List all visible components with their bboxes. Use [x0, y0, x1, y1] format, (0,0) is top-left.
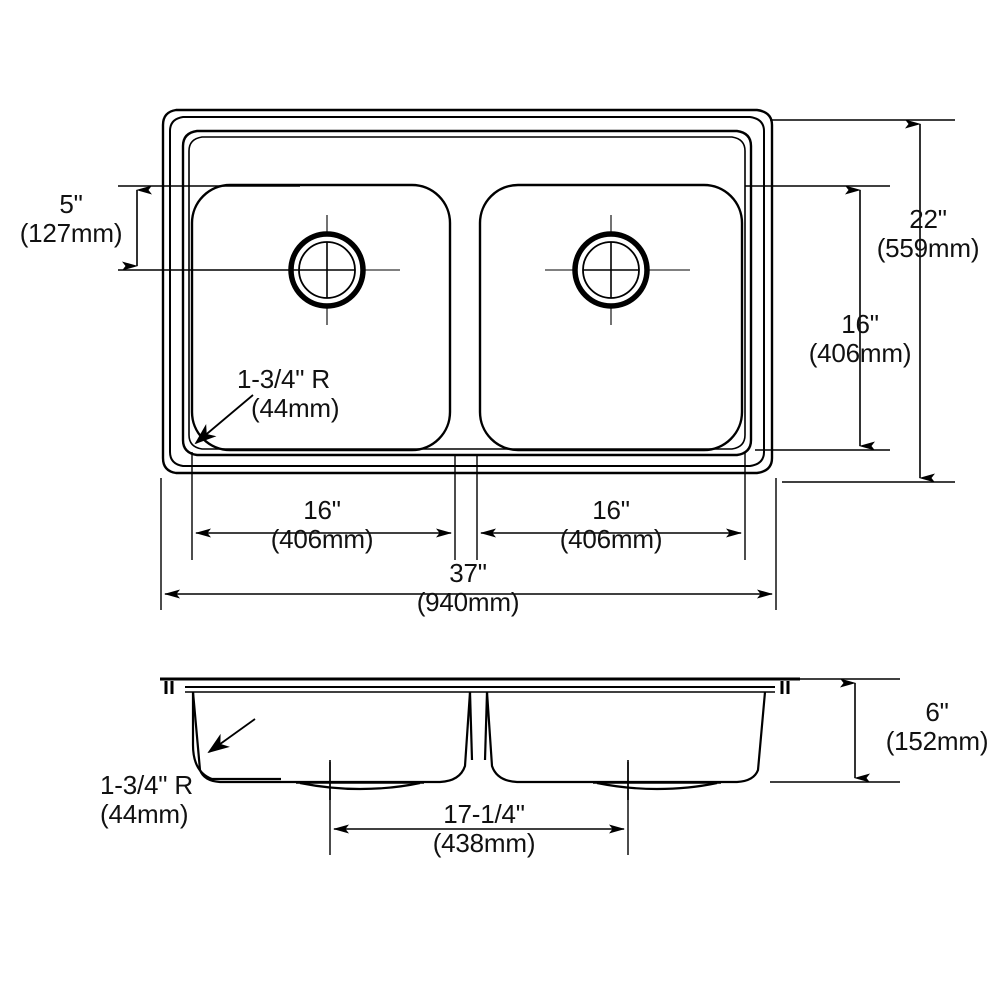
dim-label-bowl-depth: 6" (152mm)	[872, 697, 1000, 757]
dim-value-imperial: 16"	[303, 495, 341, 525]
dim-value-metric: (406mm)	[270, 524, 374, 555]
dim-left-bowl-extensions	[191, 452, 456, 560]
dim-label-corner-radius-top: 1-3/4" R (44mm)	[237, 364, 387, 424]
dim-value-metric: (438mm)	[432, 828, 536, 859]
dim-label-corner-radius-section: 1-3/4" R (44mm)	[100, 770, 250, 830]
dim-value-imperial: 37"	[449, 558, 487, 588]
section-divider	[468, 691, 489, 761]
drain-right	[545, 215, 690, 325]
dim-5in-extensions	[118, 185, 300, 271]
dim-value-imperial: 17-1/4"	[443, 799, 525, 829]
dim-label-bowl-front-to-back: 16" (406mm)	[795, 309, 925, 369]
dim-value-imperial: 22"	[909, 204, 947, 234]
section-bowl-right	[485, 691, 767, 791]
dim-overall-width-extensions	[160, 478, 777, 610]
dim-value-imperial: 5"	[59, 189, 83, 219]
dim-value-metric: (940mm)	[416, 587, 520, 618]
dim-22in-extensions	[770, 119, 955, 483]
dim-value-imperial: 16"	[592, 495, 630, 525]
dim-right-bowl-extensions	[476, 452, 746, 560]
bowl-left	[190, 183, 452, 452]
section-view-sink-body	[160, 677, 800, 800]
section-rim-plate	[160, 677, 800, 693]
dim-drain-spacing-extensions	[329, 762, 629, 855]
dim-value-metric: (152mm)	[885, 726, 989, 757]
dim-label-drain-spacing: 17-1/4" (438mm)	[414, 799, 554, 859]
radius-leader-top-view	[194, 394, 254, 445]
dim-value-imperial: 16"	[841, 309, 879, 339]
dim-label-left-bowl-width: 16" (406mm)	[257, 495, 387, 555]
dim-label-right-bowl-width: 16" (406mm)	[546, 495, 676, 555]
dim-value-metric: (44mm)	[251, 393, 340, 424]
dim-value-metric: (559mm)	[876, 233, 980, 264]
dim-value-imperial: 1-3/4" R	[237, 364, 330, 394]
dim-value-metric: (406mm)	[808, 338, 912, 369]
dim-value-metric: (44mm)	[100, 799, 189, 830]
dim-value-imperial: 6"	[925, 697, 949, 727]
dim-value-metric: (127mm)	[19, 218, 123, 249]
dim-label-drain-offset: 5" (127mm)	[6, 189, 136, 249]
bowl-right	[478, 183, 744, 452]
drain-left	[255, 215, 400, 325]
top-view-dimensions	[118, 119, 955, 610]
dim-label-overall-width: 37" (940mm)	[403, 558, 533, 618]
dim-value-imperial: 1-3/4" R	[100, 770, 193, 800]
sink-deck-edge	[181, 129, 753, 457]
radius-leader-section-view	[207, 718, 256, 754]
dim-label-overall-depth: 22" (559mm)	[858, 204, 998, 264]
mounting-clip-left	[164, 681, 174, 694]
top-view-sink-body	[161, 108, 774, 475]
dim-value-metric: (406mm)	[559, 524, 663, 555]
section-view-dimensions	[207, 678, 900, 855]
mounting-clip-right	[780, 681, 790, 694]
sink-rim	[161, 108, 774, 475]
